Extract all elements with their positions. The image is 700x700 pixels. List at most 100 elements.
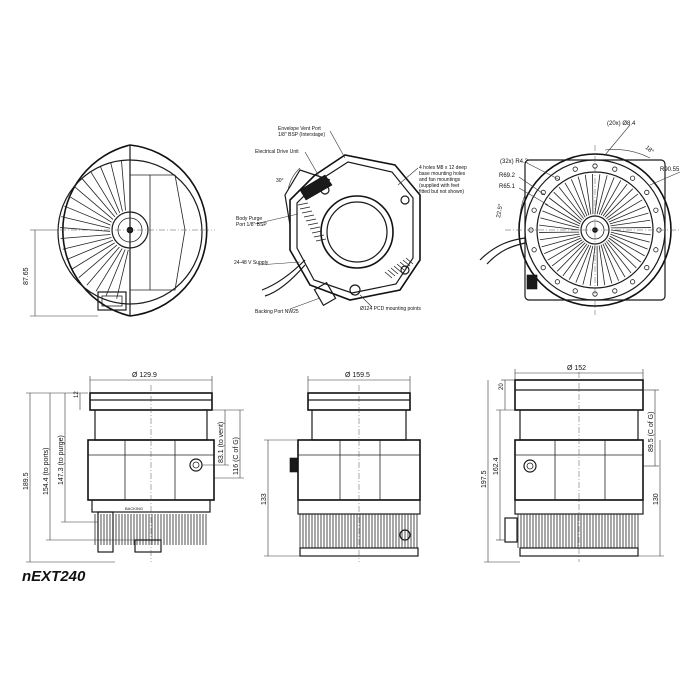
flange-r9055: R90.55 (660, 167, 680, 173)
front-view: 87.65 (23, 144, 215, 317)
callout-mounting-4: (supplied with feet (419, 183, 460, 189)
rotor-blade (95, 248, 123, 292)
fin (297, 202, 309, 206)
rotor-blade (81, 178, 116, 218)
elevation-left: BACKING Ø 129.9 12 189.5 154.4 (to ports… (23, 372, 244, 563)
flange-blade (602, 243, 620, 281)
flange-blade (547, 239, 583, 261)
bolt-hole (653, 247, 659, 253)
dim-189-5: 189.5 (23, 472, 30, 490)
bolt-hole (540, 265, 546, 271)
bolt-hole (644, 189, 650, 195)
flange-blade (544, 237, 582, 255)
flange-blade (542, 210, 580, 227)
dim-116: 116 (C of G) (233, 437, 240, 475)
callout-envelope-vent-1: Envelope Vent Port (278, 126, 321, 132)
flange-blade (604, 188, 634, 218)
flange-blade (584, 174, 592, 215)
dim-87-65: 87.65 (23, 267, 30, 285)
dim-154-4: 154.4 (to ports) (43, 448, 50, 495)
rotor-blade (90, 171, 118, 215)
dim-147-3: 147.3 (to purge) (58, 435, 65, 485)
rotor-blade (60, 227, 111, 232)
fin (396, 263, 405, 271)
flange-blade (594, 174, 601, 215)
callout-mounting-1: 4 holes M8 x 12 deep (419, 165, 467, 171)
callout-supply: 24-48 V Supply (234, 260, 269, 266)
flange-blade (602, 183, 628, 217)
rotor-blade (64, 205, 111, 226)
dim-20: 20 (499, 383, 505, 390)
rotor-blade (116, 249, 129, 299)
flange-blade (562, 243, 588, 277)
flange-blade (539, 224, 580, 231)
fin (387, 269, 396, 277)
flange-view: (20x) Ø8.4 (32x) R4.2 R69.2 R65.1 R90.55… (479, 121, 681, 315)
callout-electrical-drive: Electrical Drive Unit (255, 149, 299, 155)
rotor-blade (110, 162, 123, 212)
flange-blade (606, 193, 639, 220)
callout-backing-port: Backing Port NW25 (255, 309, 299, 315)
bolt-hole (554, 175, 560, 181)
elevation-middle: Ø 159.5 133 (261, 372, 421, 562)
flange-angle-18: 18° (644, 145, 655, 156)
dim-133: 133 (261, 493, 268, 505)
flange-blade (582, 245, 594, 285)
flange-blade (600, 244, 613, 284)
dim-dia-152: Ø 152 (567, 365, 586, 372)
flange-rotor-blades (539, 174, 651, 286)
flange-blade (541, 235, 581, 248)
flange-blade (607, 199, 643, 221)
fin (311, 230, 323, 234)
flange-blade (607, 239, 637, 269)
flange-blade (610, 219, 651, 227)
elevation-right: Ø 152 20 197.5 162.4 89.5 (C of G) 130 (481, 365, 664, 563)
fin (307, 222, 319, 226)
dim-83-1: 83.1 (to vent) (218, 422, 225, 463)
flange-blade (556, 242, 586, 272)
cooling-fins-middle (299, 514, 418, 548)
bolt-hole (630, 175, 636, 181)
callout-pcd: Ø124 PCD mounting points (360, 306, 421, 312)
flange-blade (564, 182, 586, 218)
flange-blade (598, 245, 606, 286)
flange-blade (545, 203, 581, 225)
flange-blade (568, 244, 590, 280)
bolt-hole (644, 265, 650, 271)
bolt-hole (653, 207, 659, 213)
flange-blade (608, 205, 646, 223)
rotor-blade (86, 246, 120, 286)
fin (303, 214, 315, 218)
bolt-hole (612, 166, 618, 172)
fin (393, 265, 402, 273)
dim-dia-159-5: Ø 159.5 (345, 372, 370, 379)
flange-holes-label: (20x) Ø8.4 (607, 121, 636, 127)
flange-blade (539, 233, 580, 241)
angle-30: 30° (276, 178, 284, 184)
flange-r692: R69.2 (499, 173, 516, 179)
flange-blade (558, 186, 585, 219)
flange-blade (609, 235, 645, 257)
flange-blade (608, 237, 642, 263)
flange-blade (600, 180, 622, 216)
bolt-hole (572, 288, 578, 294)
rotor-blade (105, 249, 126, 296)
dim-12: 12 (74, 391, 80, 398)
fin (305, 218, 317, 222)
rotor-blade (60, 234, 111, 239)
rotor-blade (68, 195, 112, 223)
flange-r42: (32x) R4.2 (500, 159, 529, 165)
flange-blade (548, 197, 582, 223)
bolt-hole (531, 247, 537, 253)
flange-blade (577, 176, 590, 216)
dim-162-4: 162.4 (493, 457, 500, 475)
callout-body-purge-2: Port 1/8" BSP (236, 222, 267, 228)
rotor-blade (78, 244, 118, 279)
flange-blade (598, 177, 615, 215)
rotor-blade (74, 186, 114, 220)
fin (399, 261, 408, 269)
rotor-blade (121, 160, 126, 211)
flange-blade (570, 179, 588, 217)
fin (309, 226, 321, 230)
